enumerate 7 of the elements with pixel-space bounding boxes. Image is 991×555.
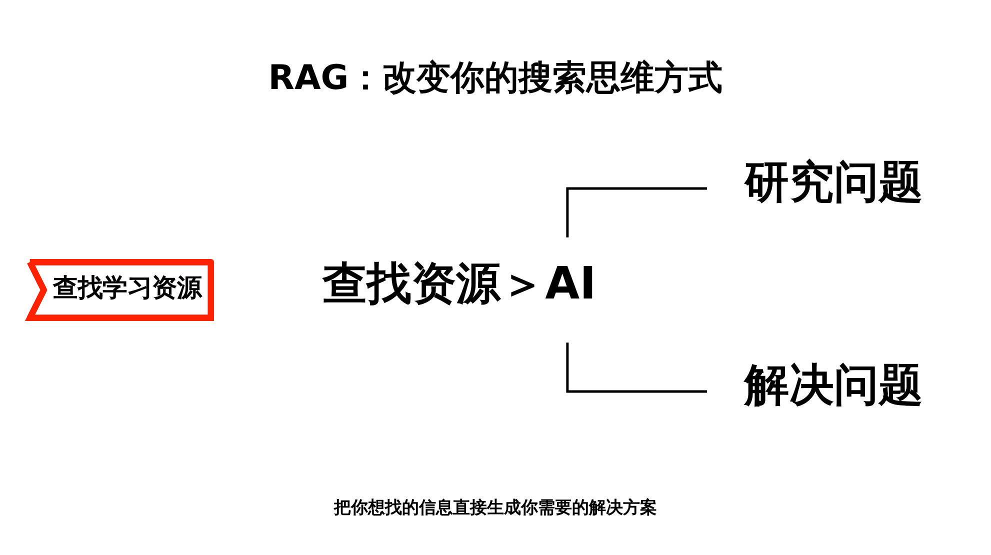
title: RAG：改变你的搜索思维方式	[267, 57, 724, 100]
node-text: 查找资源＞AI	[322, 259, 596, 310]
connector	[566, 342, 708, 393]
node-text: 研究问题	[744, 158, 923, 208]
connector	[566, 187, 708, 238]
caption: 把你想找的信息直接生成你需要的解决方案	[332, 497, 658, 519]
node-text: 解决问题	[744, 360, 923, 412]
